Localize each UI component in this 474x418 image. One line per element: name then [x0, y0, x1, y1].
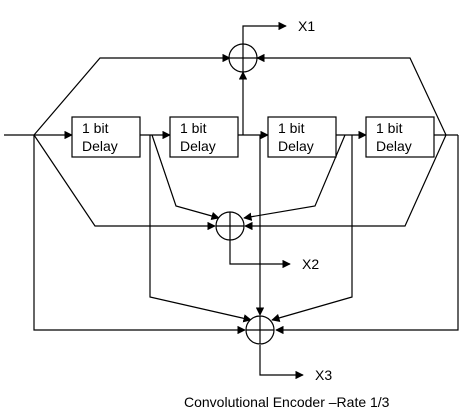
delay-block-2: 1 bit Delay [169, 116, 239, 158]
delay-block-4: 1 bit Delay [365, 116, 435, 158]
delay-block-3-line1: 1 bit [278, 120, 305, 136]
tap-delay3-to-x2-line [243, 134, 346, 221]
delay-block-1: 1 bit Delay [71, 116, 141, 158]
x3-output-line [259, 345, 304, 380]
x1-output-line [242, 21, 287, 44]
tap-input-to-x3-line [33, 135, 246, 335]
x2-output-line [229, 240, 291, 269]
tap-delay1-to-x3-line [149, 135, 252, 323]
xor-adder-x3-icon [245, 315, 275, 345]
output-label-x3: X3 [315, 367, 332, 383]
tap-delay4-to-x1-line [256, 53, 447, 136]
delay-block-4-line1: 1 bit [376, 120, 403, 136]
delay-block-2-line2: Delay [180, 138, 216, 154]
xor-adder-x1-icon [228, 43, 258, 73]
tap-delay1-to-x2-line [151, 134, 220, 221]
diagram-caption: Convolutional Encoder –Rate 1/3 [184, 394, 390, 410]
delay-block-1-line1: 1 bit [82, 120, 109, 136]
delay-block-3-line2: Delay [278, 138, 314, 154]
tap-input-to-x2-line [33, 134, 216, 231]
tap-input-to-x1-line [33, 53, 231, 136]
delay-block-4-line2: Delay [376, 138, 412, 154]
delay-block-1-line2: Delay [82, 138, 118, 154]
tap-delay3b-to-x3-line [271, 135, 353, 322]
delay-block-2-line1: 1 bit [180, 120, 207, 136]
tap-delay4-to-x2-line [244, 134, 447, 231]
output-label-x2: X2 [302, 256, 319, 272]
output-label-x1: X1 [298, 18, 315, 34]
delay-block-3: 1 bit Delay [267, 116, 337, 158]
tap-delay4-to-x3-line [275, 135, 459, 335]
xor-adder-x2-icon [215, 211, 245, 241]
